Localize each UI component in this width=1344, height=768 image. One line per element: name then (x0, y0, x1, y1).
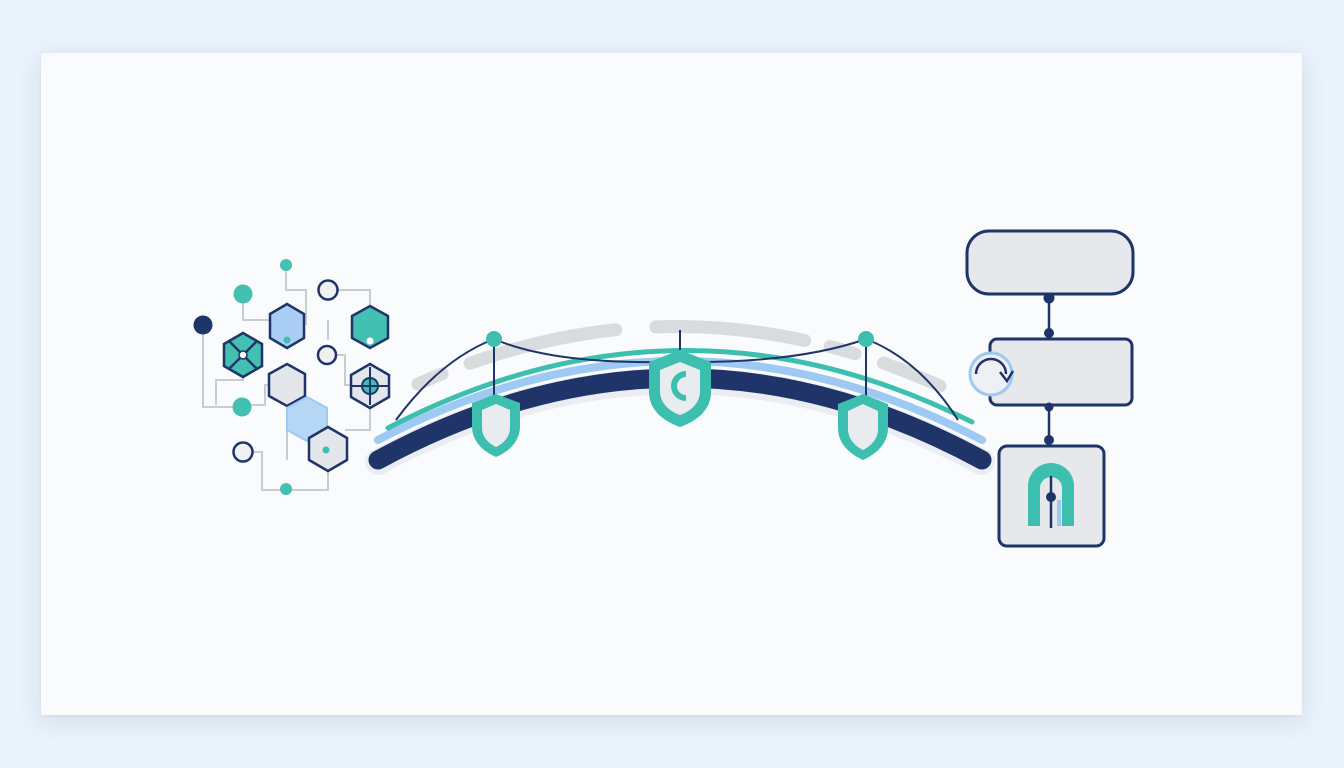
node-teal (233, 284, 253, 304)
hexagon-target-crosshair (351, 367, 389, 405)
node-teal-small (280, 483, 292, 495)
hexagon-dot (322, 446, 330, 454)
stack-joint (1044, 435, 1054, 445)
node-ring (316, 344, 338, 366)
hexagon-dot (366, 337, 374, 345)
system-stack (965, 229, 1135, 548)
stack-joint (1044, 328, 1054, 338)
hexagon-network-icon (193, 259, 391, 495)
gateway-arch-icon (1028, 463, 1074, 528)
stack-joint (1043, 292, 1055, 304)
sync-arrow-icon (968, 351, 1015, 397)
hexagon-dot (283, 336, 291, 344)
bridge-ghost-arc (411, 320, 947, 393)
hexagon-grey (267, 362, 307, 408)
bridge-pylon-node (486, 331, 502, 347)
bridge-cables (395, 330, 959, 421)
hexagon-dot (238, 350, 248, 360)
shield-icon (472, 394, 520, 457)
shield-icon (838, 394, 888, 460)
node-teal-small (280, 259, 292, 271)
bridge (365, 320, 995, 475)
hexagon-light (286, 395, 328, 443)
stack-joint (1044, 402, 1054, 412)
node-teal (232, 397, 252, 417)
shield-c-mark (671, 371, 687, 401)
rounded-block-icon (965, 229, 1135, 296)
hexagon-blue (268, 302, 306, 350)
shield-icon (649, 350, 711, 427)
bridge-pylon-node (858, 331, 874, 347)
node-ring (232, 441, 254, 463)
node-ring (317, 279, 339, 301)
node-navy (193, 315, 213, 335)
hexagon-teal (350, 304, 390, 350)
